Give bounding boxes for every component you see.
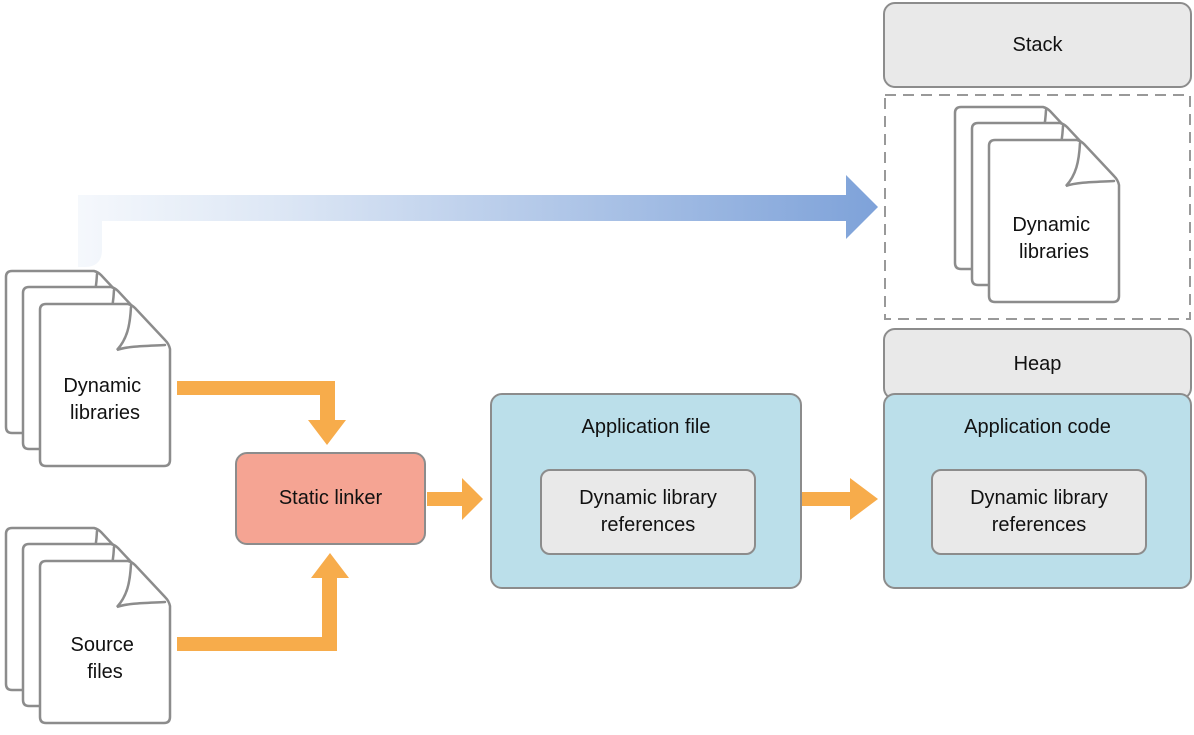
stack-memory-region: Stack	[883, 2, 1192, 88]
application-code-title: Application code	[964, 416, 1111, 438]
app-code-dynamic-library-references: Dynamic library references	[931, 469, 1147, 555]
application-code-region: Application code Dynamic library referen…	[883, 393, 1192, 589]
application-file-title: Application file	[581, 416, 711, 438]
stack-label: Stack	[1012, 33, 1063, 56]
app-file-dynamic-library-references: Dynamic library references	[540, 469, 756, 555]
application-file-node: Application file Dynamic library referen…	[490, 393, 802, 589]
heap-label: Heap	[1013, 352, 1062, 375]
static-linker-label: Static linker	[278, 487, 383, 509]
heap-memory-region: Heap	[883, 328, 1192, 400]
static-linker-node: Static linker	[235, 452, 426, 545]
